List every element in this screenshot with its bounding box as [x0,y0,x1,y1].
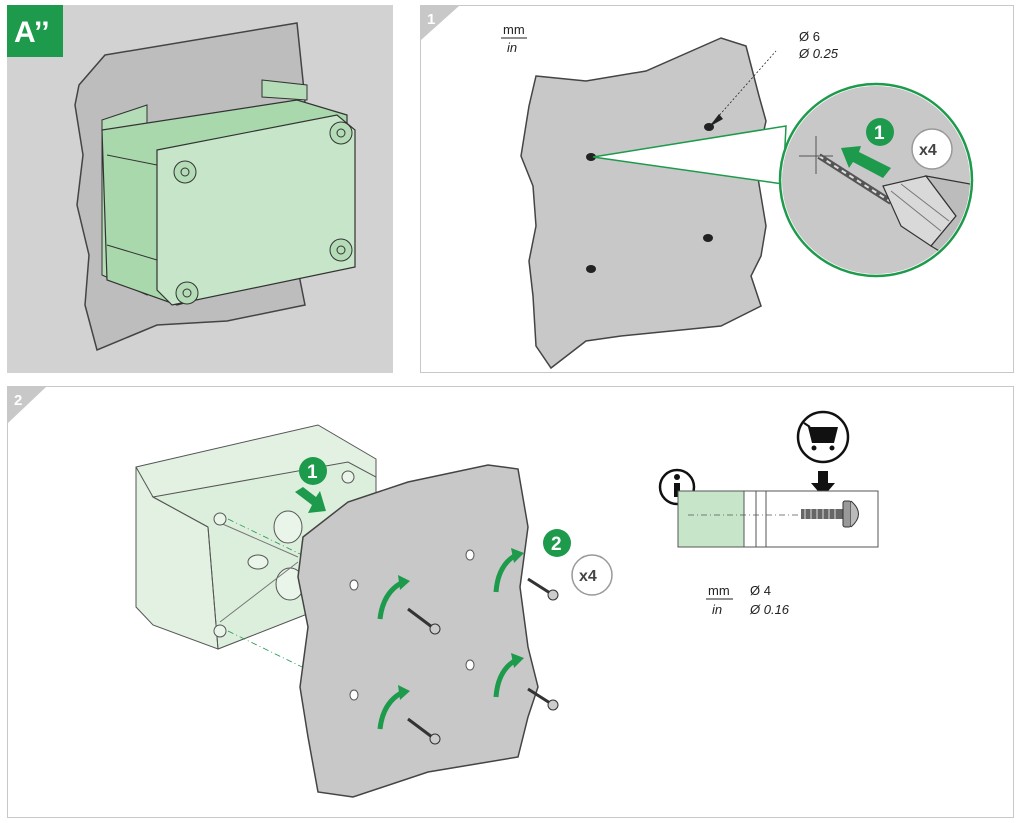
drill-hole [703,234,713,242]
wall-mounted-box-illustration: A’’ [7,5,356,352]
quantity-badge [571,554,613,596]
quantity-label: x4 [579,568,597,585]
panel-step-1: 1 mm in Ø 6 Ø 0.25 [420,5,1014,373]
drill-hole [586,265,596,273]
lid-screw [173,160,197,184]
unit-mm: mm [503,22,525,37]
drill-direction-arrow [841,146,891,178]
push-step-number: 1 [307,462,318,483]
screw-detail [801,500,859,528]
screw-step-number: 2 [551,534,562,555]
quantity-label: x4 [919,142,937,159]
unit-in: in [712,602,722,617]
panel-a: A’’ [7,5,393,373]
drill-hole [586,153,596,161]
step-tag [421,6,459,40]
panel-a-label: A’’ [14,16,50,49]
step-tag [8,387,46,423]
enclosure-lid [156,114,356,306]
quantity-badge [911,128,953,170]
drill-holes-illustration: 1 mm in Ø 6 Ø 0.25 [421,6,974,370]
wall-surface [297,464,539,798]
lid-screw [329,238,353,262]
mount-screws-illustration: 2 1 [8,387,879,798]
drill-step-number: 1 [874,123,885,144]
screw-step-badge [543,529,571,557]
wall-surface [520,37,767,370]
hole-diameter-in: Ø 0.25 [798,46,839,61]
mounting-screw [407,717,441,745]
drill-step-badge [866,118,894,146]
panel-step-2: 2 1 [7,386,1014,818]
panel-a-tag [7,5,63,57]
cable-knockout [273,510,303,544]
step-number: 2 [14,392,22,409]
lid-screw [329,121,353,145]
unit-mm: mm [708,583,730,598]
unit-in: in [507,40,517,55]
screw-diameter-mm: Ø 4 [750,583,771,598]
lid-screw [175,281,199,305]
hole-diameter-mm: Ø 6 [799,29,820,44]
push-direction-arrow [295,487,326,513]
mounting-screw [407,607,441,635]
shopping-cart-icon [796,410,850,464]
push-step-badge [299,457,327,485]
down-arrow [811,471,835,497]
mounting-screw [527,577,559,601]
mounting-screw [527,687,559,711]
screw-diameter-in: Ø 0.16 [749,602,790,617]
step-number: 1 [427,11,435,28]
